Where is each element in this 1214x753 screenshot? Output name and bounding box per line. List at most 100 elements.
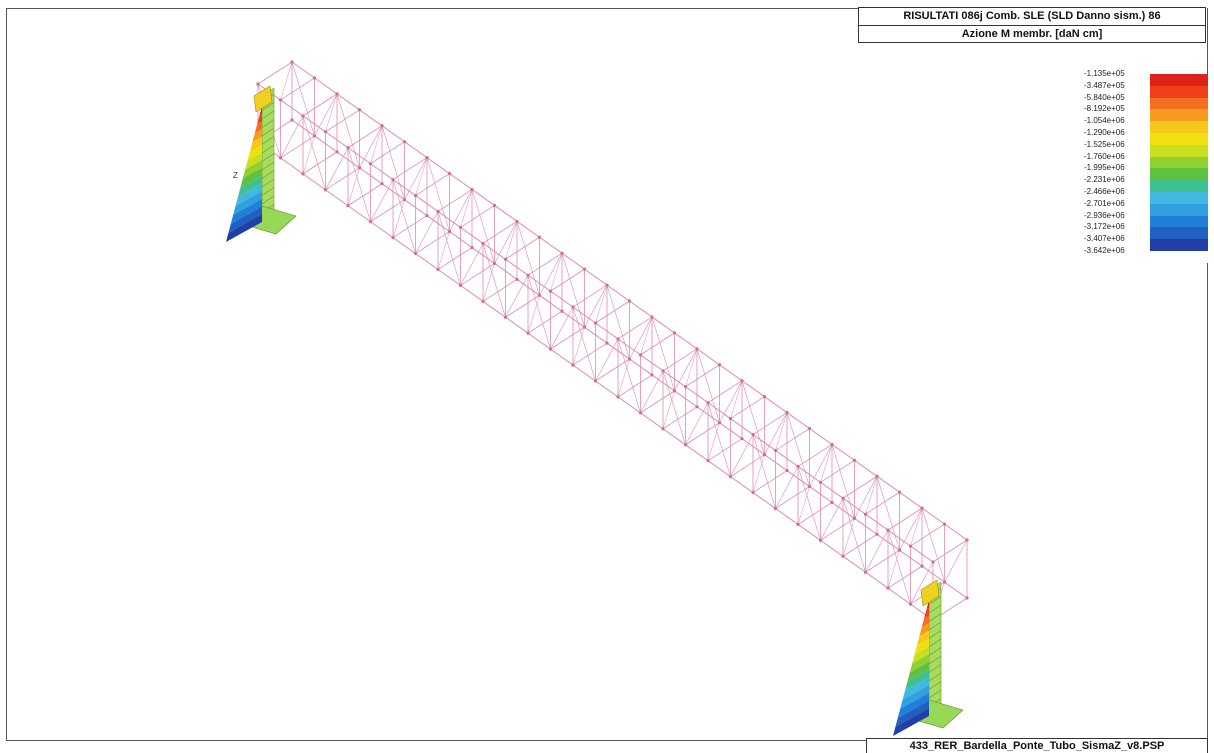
truss-node: [470, 245, 474, 250]
truss-member: [685, 402, 709, 445]
truss-node: [323, 130, 328, 134]
legend-value: -3.642e+06: [1084, 245, 1125, 255]
legend-entry: -2.231e+06: [1080, 174, 1208, 192]
pier-hatch: [261, 187, 275, 196]
truss-member: [797, 502, 833, 525]
truss-member: [887, 530, 911, 605]
truss-node: [323, 188, 328, 192]
truss-member: [730, 454, 765, 477]
truss-node: [627, 299, 632, 303]
moment-band: [233, 191, 262, 215]
truss-node: [717, 421, 722, 425]
truss-member: [820, 498, 844, 541]
legend-value: -2.701e+06: [1084, 198, 1125, 208]
truss-member: [707, 422, 720, 461]
pier-hatch: [261, 178, 275, 188]
truss-member: [786, 412, 810, 487]
truss-node: [807, 484, 812, 489]
truss-node: [380, 182, 384, 186]
truss-node: [335, 150, 339, 154]
pier-hatch: [928, 613, 942, 622]
legend-value: -2.466e+06: [1084, 186, 1125, 196]
truss-member: [415, 157, 428, 196]
pier-hatch: [928, 655, 942, 665]
pier-hatch: [261, 161, 275, 171]
truss-member: [854, 476, 878, 519]
truss-member: [527, 275, 551, 350]
truss-node: [627, 357, 632, 361]
truss-node: [728, 475, 733, 479]
truss-member: [797, 486, 810, 525]
truss-member: [302, 151, 338, 175]
legend-value: -1.135e+05: [1084, 69, 1125, 78]
file-name-label: 433_RER_Bardella_Ponte_Tubo_SismaZ_v8.PS…: [866, 738, 1208, 753]
legend-entry: -2.936e+06: [1080, 210, 1208, 228]
frame-right-line: [1207, 8, 1208, 738]
truss-node: [357, 166, 362, 170]
legend-entry: -2.466e+06: [1080, 186, 1208, 204]
truss-member: [887, 565, 923, 589]
truss-node: [515, 219, 519, 223]
truss-member: [887, 507, 923, 531]
moment-band: [254, 121, 262, 134]
truss-member: [381, 125, 405, 200]
truss-member: [730, 380, 743, 419]
legend-value: -1.525e+06: [1084, 139, 1125, 149]
truss-member: [347, 147, 371, 222]
truss-node: [796, 522, 800, 527]
truss-member: [437, 211, 461, 286]
truss-node: [672, 331, 677, 335]
truss-member: [910, 508, 923, 547]
results-header: RISULTATI 086j Comb. SLE (SLD Danno sism…: [858, 7, 1206, 43]
truss-node: [616, 395, 620, 399]
truss-node: [931, 560, 935, 564]
truss-member: [482, 243, 506, 318]
truss-node: [402, 140, 407, 144]
frame-bottom-line: [6, 740, 866, 741]
pier-hatch: [928, 638, 942, 648]
legend-entry: -1.054e+06: [1080, 115, 1208, 133]
truss-node: [650, 373, 654, 377]
truss-member: [572, 284, 608, 308]
truss-member: [910, 523, 945, 547]
truss-member: [707, 438, 743, 462]
moment-band: [924, 607, 929, 619]
truss-member: [392, 157, 428, 180]
truss-node: [942, 522, 947, 526]
truss-member: [674, 348, 698, 392]
truss-node: [683, 385, 688, 389]
truss-node: [852, 516, 857, 520]
truss-member: [516, 221, 540, 296]
truss-node: [391, 178, 395, 182]
truss-node: [526, 273, 530, 277]
truss-member: [876, 476, 900, 551]
truss-member: [887, 550, 900, 589]
truss-member: [629, 316, 653, 360]
legend-color-swatch: [1150, 74, 1208, 86]
moment-band: [907, 661, 929, 682]
truss-node: [571, 363, 575, 367]
truss-member: [809, 444, 833, 487]
truss-member: [921, 508, 945, 583]
moment-band: [252, 129, 262, 143]
frame-top-line: [6, 8, 858, 9]
truss-node: [728, 417, 733, 421]
legend-entry: -2.701e+06: [1080, 198, 1208, 216]
moment-band: [228, 206, 262, 233]
truss-member: [539, 253, 563, 296]
truss-member: [595, 338, 619, 382]
truss-member: [865, 491, 900, 515]
legend-value: -3.487e+05: [1084, 80, 1125, 90]
pier-hatch: [261, 110, 275, 120]
truss-member: [662, 348, 698, 372]
truss-member: [370, 125, 383, 164]
truss-member: [797, 444, 833, 467]
truss-node: [762, 453, 767, 457]
legend-color-swatch: [1150, 168, 1208, 181]
truss-member: [685, 348, 698, 387]
truss-member: [640, 390, 675, 414]
truss-node: [301, 114, 305, 118]
color-scale-legend: -1.135e+05-3.487e+05-5.840e+05-8.192e+05…: [1080, 68, 1208, 263]
